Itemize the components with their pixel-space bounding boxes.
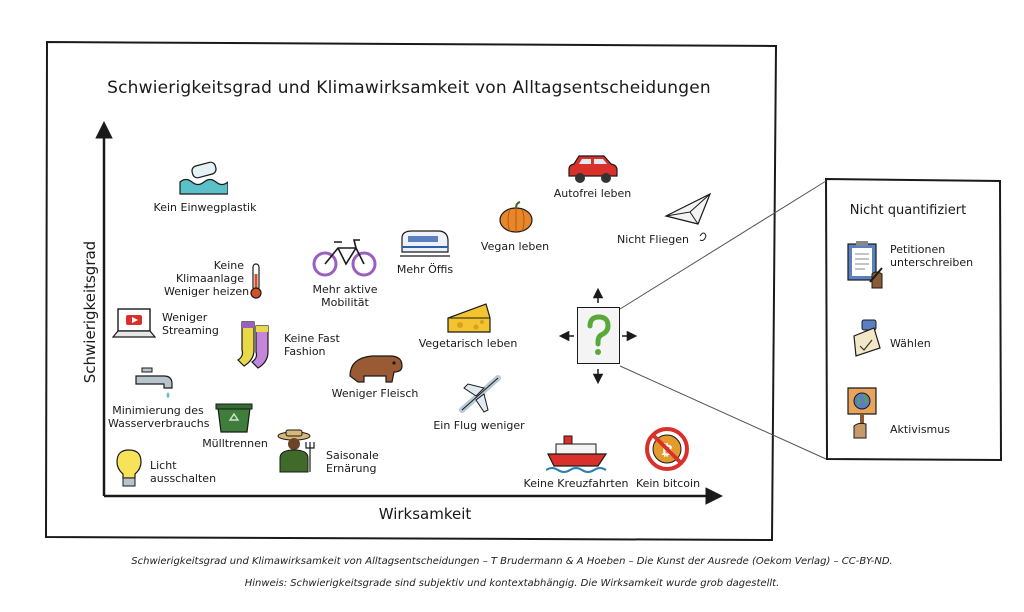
label-fliegen: Nicht Fliegen — [616, 233, 690, 246]
label-einwegplastik: Kein Einwegplastik — [153, 201, 257, 214]
water-tap-icon — [135, 367, 173, 398]
no-bitcoin-icon: ₿ — [645, 427, 689, 471]
bicycle-icon — [312, 239, 377, 277]
x-axis-label: Wirksamkeit — [378, 505, 472, 523]
label-oeffis: Mehr Öffis — [396, 263, 454, 276]
label-klimaanlage: Keine Klimaanlage Weniger heizen — [164, 259, 250, 298]
footer-credit: Schwierigkeitsgrad und Klimawirksamkeit … — [131, 556, 893, 567]
label-autofrei: Autofrei leben — [553, 187, 632, 200]
farmer-icon — [277, 429, 315, 473]
car-icon — [568, 155, 618, 183]
label-streaming: Weniger Streaming — [162, 311, 219, 337]
ballot-icon — [853, 319, 881, 357]
label-wasser: Minimierung des Wasserverbrauchs — [108, 404, 210, 430]
chart-title: Schwierigkeitsgrad und Klimawirksamkeit … — [107, 78, 711, 98]
train-icon — [400, 230, 450, 257]
plastic-bottle-waves-icon — [179, 161, 228, 195]
protest-sign-icon — [847, 387, 877, 439]
thermometer-icon — [250, 263, 262, 299]
label-fashion: Keine Fast Fashion — [284, 332, 340, 358]
cheese-icon — [447, 303, 491, 333]
laptop-play-icon — [112, 308, 156, 338]
label-fahrrad: Mehr aktive Mobilität — [312, 283, 378, 309]
side-panel-title: Nicht quantifiziert — [849, 203, 967, 218]
socks-icon — [237, 321, 269, 369]
label-bitcoin: Kein bitcoin — [635, 477, 701, 490]
lightbulb-icon — [116, 449, 142, 487]
pumpkin-icon — [499, 201, 533, 233]
footer-note: Hinweis: Schwierigkeitsgrade sind subjek… — [244, 578, 780, 589]
main-frame — [44, 40, 778, 542]
question-mark-icon — [587, 313, 611, 355]
label-licht: Licht ausschalten — [150, 459, 217, 485]
cruise-ship-icon — [546, 435, 608, 473]
label-aktivismus: Aktivismus — [890, 423, 950, 436]
connector-bottom — [619, 365, 827, 460]
side-panel-frame — [824, 177, 1003, 462]
clipboard-pen-icon — [847, 241, 883, 289]
recycling-bin-icon — [215, 403, 253, 433]
label-muell: Mülltrennen — [202, 437, 268, 450]
label-vegetarisch: Vegetarisch leben — [418, 337, 518, 350]
label-petitionen: Petitionen unterschreiben — [890, 243, 974, 269]
label-flug: Ein Flug weniger — [433, 419, 525, 432]
connector-top — [619, 180, 827, 310]
label-waehlen: Wählen — [890, 337, 931, 350]
label-saisonal: Saisonale Ernärung — [326, 449, 379, 475]
label-fleisch: Weniger Fleisch — [331, 387, 419, 400]
label-vegan: Vegan leben — [480, 240, 550, 253]
paper-plane-icon — [664, 192, 712, 241]
question-box — [577, 307, 620, 364]
capybara-icon — [349, 355, 403, 383]
airplane-icon — [459, 375, 501, 413]
label-kreuzfahrt: Keine Kreuzfahrten — [523, 477, 629, 490]
y-axis-label: Schwierigkeitsgrad — [81, 240, 99, 384]
